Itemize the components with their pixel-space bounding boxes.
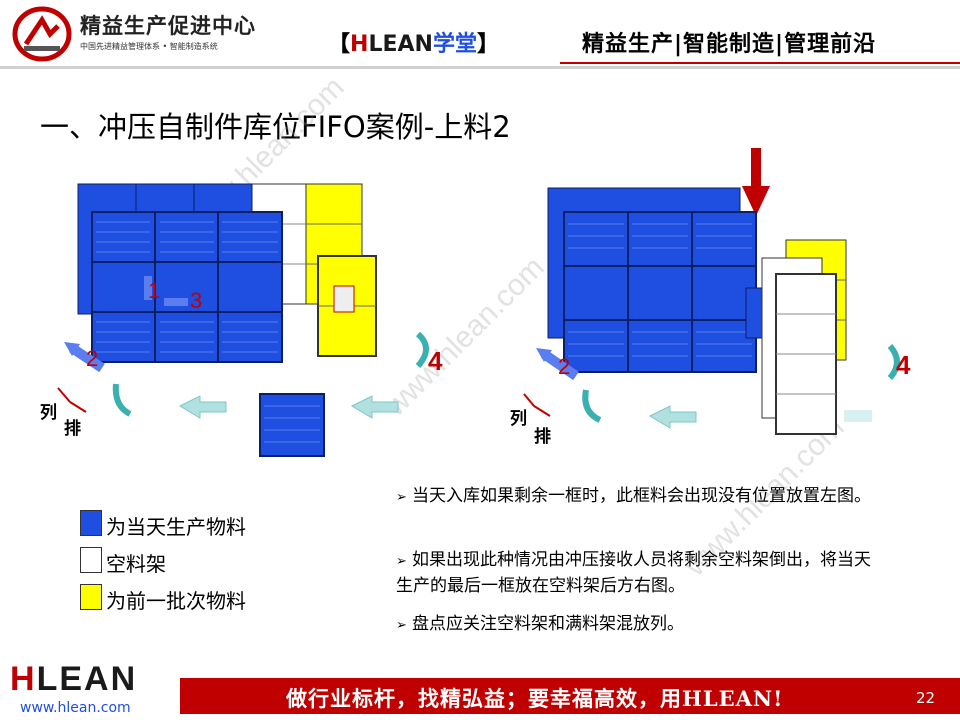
rack-yellow-front bbox=[317, 255, 377, 357]
footer-slogan: 做行业标杆，找精弘益；要幸福高效，用HLEAN! bbox=[286, 686, 784, 711]
bullet-arrow-icon: ➢ bbox=[396, 618, 407, 633]
bullet-item: ➢ 盘点应关注空料架和满料架混放列。 bbox=[396, 612, 886, 638]
page-number: 22 bbox=[916, 689, 936, 707]
label-4: 4 bbox=[896, 350, 911, 380]
bullet-text: 当天入库如果剩余一框时，此框料会出现没有位置放置左图。 bbox=[412, 486, 871, 506]
rack-white-stack bbox=[761, 257, 837, 435]
bullet-text: 盘点应关注空料架和满料架混放列。 bbox=[412, 614, 684, 634]
incoming-arrow-1 bbox=[648, 405, 697, 429]
label-2: 2 bbox=[558, 354, 570, 379]
legend-item-empty: 空料架 bbox=[80, 545, 340, 576]
header-tagline: 精益生产|智能制造|管理前沿 bbox=[582, 32, 877, 57]
exit-arrow-head bbox=[64, 342, 80, 356]
header-accent-line bbox=[560, 62, 960, 64]
axis-label-lie: 列 bbox=[40, 402, 57, 423]
bullet-item: ➢如果出现此种情况由冲压接收人员将剩余空料架倒出，将当天生产的最后一框放在空料架… bbox=[396, 548, 886, 598]
axis-label-pai: 排 bbox=[64, 418, 81, 439]
legend-label: 空料架 bbox=[106, 552, 166, 576]
incoming-arrow-1 bbox=[178, 395, 227, 419]
exit-arrow bbox=[69, 343, 105, 373]
legend-item-today: 为当天生产物料 bbox=[80, 508, 340, 539]
incoming-arrow-2 bbox=[350, 395, 399, 419]
rotate-arrow-left bbox=[582, 389, 602, 423]
logo-icon bbox=[12, 6, 72, 62]
rotate-arrow-right bbox=[415, 331, 429, 368]
exit-arrow-head bbox=[536, 348, 552, 362]
bullet-item: ➢ 当天入库如果剩余一框时，此框料会出现没有位置放置左图。 bbox=[396, 484, 886, 510]
legend-label: 为当天生产物料 bbox=[106, 515, 246, 539]
right-rack-figure: 2 4 列 排 bbox=[510, 148, 911, 447]
legend-label: 为前一批次物料 bbox=[106, 589, 246, 613]
bullet-arrow-icon: ➢ bbox=[396, 490, 407, 505]
incoming-frame bbox=[259, 393, 325, 457]
axis-indicator bbox=[57, 387, 87, 413]
bullet-arrow-icon: ➢ bbox=[396, 554, 407, 569]
header-divider bbox=[0, 66, 960, 69]
label-4: 4 bbox=[428, 346, 443, 376]
rotate-arrow-right bbox=[887, 344, 900, 380]
axis-label-lie: 列 bbox=[510, 408, 527, 429]
axis-label-pai: 排 bbox=[534, 426, 551, 447]
bullet-text: 如果出现此种情况由冲压接收人员将剩余空料架倒出，将当天生产的最后一框放在空料架后… bbox=[396, 550, 871, 596]
footer-url[interactable]: www.hlean.com bbox=[20, 700, 131, 716]
exit-arrow bbox=[541, 349, 579, 381]
legend-swatch-white bbox=[80, 547, 102, 573]
label-3: 3 bbox=[190, 288, 202, 313]
page-title: 一、冲压自制件库位FIFO案例-上料2 bbox=[40, 110, 511, 144]
footer-logo: HLEAN bbox=[10, 660, 138, 698]
legend-swatch-yellow bbox=[80, 584, 102, 610]
label-2: 2 bbox=[86, 346, 98, 371]
logo-title: 精益生产促进中心 bbox=[80, 14, 256, 38]
rack-blue-front bbox=[563, 211, 757, 373]
footer-bar bbox=[180, 678, 960, 714]
legend-swatch-blue bbox=[80, 510, 102, 536]
legend-item-previous: 为前一批次物料 bbox=[80, 582, 340, 613]
incoming-arrow-2 bbox=[844, 410, 872, 422]
label-1: 1 bbox=[148, 278, 160, 303]
axis-indicator bbox=[523, 393, 551, 417]
left-rack-figure: 1 3 2 4 列 排 bbox=[40, 183, 443, 457]
rotate-arrow-left bbox=[112, 383, 132, 417]
logo-subtitle: 中国先进精益管理体系 • 智能制造系统 bbox=[80, 42, 218, 51]
insert-arrow-shaft bbox=[751, 148, 761, 188]
logo-block bbox=[6, 4, 276, 62]
insert-arrow-head bbox=[742, 186, 770, 216]
hlean-brand: 【HLEAN学堂】 bbox=[328, 32, 499, 57]
rack-blue-front bbox=[91, 211, 283, 363]
